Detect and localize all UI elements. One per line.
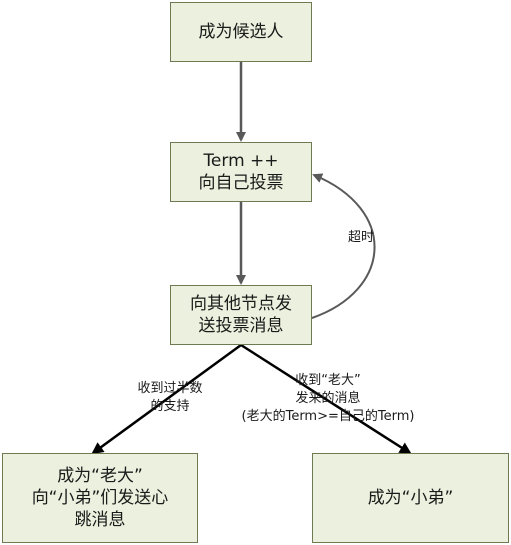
node-text: 向其他节点发 bbox=[190, 294, 292, 314]
node-text: Term ++ bbox=[203, 151, 279, 171]
edge-label-leader-found: 收到“老大” 发来的消息 (老大的Term>=自己的Term) bbox=[218, 372, 438, 426]
node-text: 成为候选人 bbox=[198, 22, 284, 42]
node-text: 跳消息 bbox=[74, 510, 126, 530]
node-text: 送投票消息 bbox=[198, 316, 284, 336]
node-become-leader: 成为“老大” 向“小弟”们发送心 跳消息 bbox=[2, 453, 198, 543]
arrow-timeout-loop bbox=[311, 173, 376, 319]
node-become-candidate: 成为候选人 bbox=[170, 2, 312, 62]
edge-label-text: (老大的Term>=自己的Term) bbox=[241, 409, 415, 424]
edge-label-text: 收到过半数 bbox=[137, 381, 203, 396]
edge-label-majority: 收到过半数 的支持 bbox=[118, 380, 222, 416]
node-increment-term-vote-self: Term ++ 向自己投票 bbox=[170, 142, 312, 202]
edge-label-text: 收到“老大” bbox=[295, 373, 361, 388]
node-text: 成为“老大” bbox=[57, 466, 143, 486]
arrow-request-to-leader bbox=[91, 343, 242, 455]
node-text: 向自己投票 bbox=[198, 173, 284, 193]
edge-label-text: 发来的消息 bbox=[295, 391, 361, 406]
node-text: 成为“小弟” bbox=[367, 488, 454, 508]
node-request-votes: 向其他节点发 送投票消息 bbox=[170, 285, 312, 345]
edge-label-text: 超时 bbox=[348, 230, 375, 245]
edge-label-timeout: 超时 bbox=[348, 229, 374, 247]
node-text: 向“小弟”们发送心 bbox=[31, 488, 169, 508]
arrow-request-to-follower bbox=[240, 343, 412, 455]
edge-label-text: 的支持 bbox=[150, 399, 190, 414]
node-become-follower: 成为“小弟” bbox=[312, 453, 509, 543]
